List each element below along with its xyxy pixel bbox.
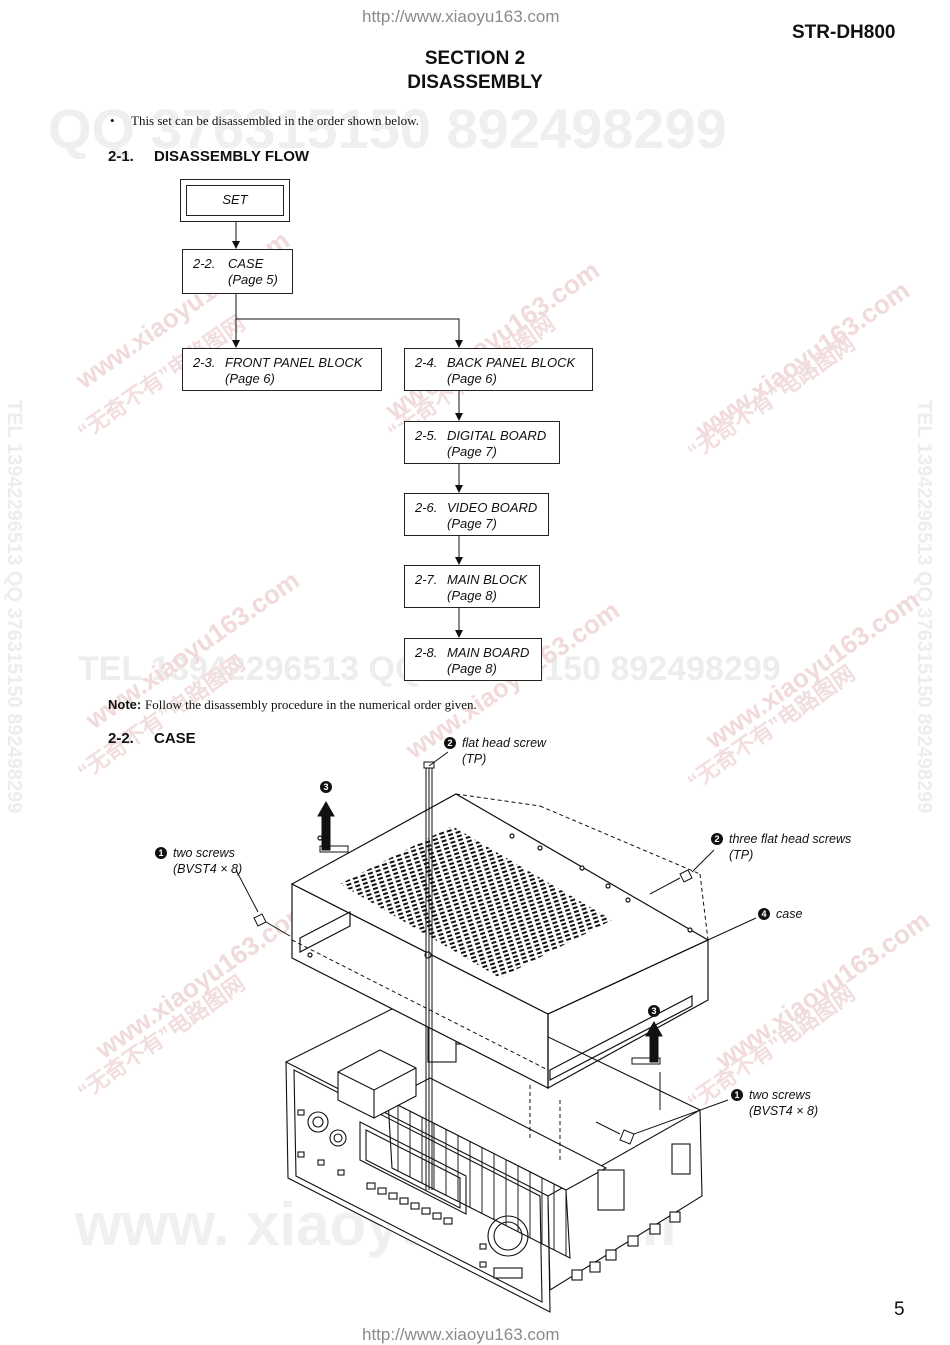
flow-step-title: MAIN BOARD — [447, 645, 530, 660]
flow-step-title: FRONT PANEL BLOCK — [225, 355, 363, 370]
callout-text: flat head screw — [462, 736, 547, 750]
flow-box-set: SET — [180, 179, 290, 222]
note-text: Follow the disassembly procedure in the … — [145, 697, 477, 712]
flow-step-number: 2-8. — [415, 645, 438, 660]
top-url[interactable]: http://www.xiaoyu163.com — [362, 7, 560, 26]
flow-step-page: (Page 5) — [228, 272, 278, 287]
callout-three-flat-screws: 2 three flat head screws (TP) — [711, 831, 851, 863]
flow-step-page: (Page 6) — [225, 371, 275, 386]
flow-step-number: 2-2. — [193, 256, 216, 271]
flow-step-number: 2-7. — [415, 572, 438, 587]
note-label: Note: — [108, 697, 142, 712]
intro-text: This set can be disassembled in the orde… — [131, 113, 419, 128]
callout-text: two screws — [173, 846, 235, 860]
flow-step-number: 2-3. — [193, 355, 216, 370]
flow-box-main-board: 2-8. MAIN BOARD (Page 8) — [404, 638, 542, 681]
flow-step-page: (Page 7) — [447, 516, 497, 531]
step-badge: 2 — [444, 737, 456, 749]
callout-two-screws-left: 1 two screws (BVST4 × 8) — [155, 845, 242, 877]
flow-heading: DISASSEMBLY FLOW — [154, 148, 310, 165]
bottom-url[interactable]: http://www.xiaoyu163.com — [362, 1325, 560, 1344]
callout-text: case — [776, 907, 803, 921]
flow-step-number: 2-5. — [415, 428, 438, 443]
page-number: 5 — [894, 1299, 905, 1320]
flow-step-page: (Page 7) — [447, 444, 497, 459]
model-name: STR-DH800 — [792, 22, 896, 43]
case-heading: CASE — [154, 730, 196, 747]
flow-box-front-panel: 2-3. FRONT PANEL BLOCK (Page 6) — [182, 348, 382, 391]
step-badge: 3 — [648, 1005, 660, 1017]
flow-box-digital-board: 2-5. DIGITAL BOARD (Page 7) — [404, 421, 560, 464]
flow-step-title: MAIN BLOCK — [447, 572, 528, 587]
flow-box-main-block: 2-7. MAIN BLOCK (Page 8) — [404, 565, 540, 608]
flow-box-back-panel: 2-4. BACK PANEL BLOCK (Page 6) — [404, 348, 593, 391]
callout-subtext: (BVST4 × 8) — [173, 862, 243, 876]
callout-two-screws-right: 1 two screws (BVST4 × 8) — [731, 1087, 818, 1119]
section-subtitle: DISASSEMBLY — [407, 72, 543, 93]
watermark-side-right: TEL 13942296513 QQ 376315150 892498299 — [913, 400, 935, 814]
flow-step-page: (Page 8) — [447, 588, 497, 603]
step-badge: 2 — [711, 833, 723, 845]
flow-step-title: CASE — [228, 256, 264, 271]
callout-subtext: (TP) — [729, 848, 754, 862]
step-badge: 1 — [731, 1089, 743, 1101]
callout-case: 4 case — [758, 906, 802, 922]
callout-text: three flat head screws — [729, 832, 852, 846]
flow-step-title: VIDEO BOARD — [447, 500, 538, 515]
flow-step-number: 2-4. — [415, 355, 438, 370]
flow-box-case: 2-2. CASE (Page 5) — [182, 249, 293, 294]
flow-step-number: 2-6. — [415, 500, 438, 515]
flow-step-page: (Page 8) — [447, 661, 497, 676]
callout-lift-left: 3 — [320, 779, 338, 795]
callout-lift-right: 3 — [648, 1003, 666, 1019]
callout-text: two screws — [749, 1088, 811, 1102]
flow-box-set-inner: SET — [186, 185, 284, 216]
receiver-chassis — [285, 984, 703, 1313]
flow-connectors — [232, 221, 463, 638]
step-badge: 3 — [320, 781, 332, 793]
watermark-side-left: TEL 13942296513 QQ 376315150 892498299 — [3, 400, 25, 814]
callout-subtext: (TP) — [462, 752, 487, 766]
flow-step-title: BACK PANEL BLOCK — [447, 355, 576, 370]
callout-subtext: (BVST4 × 8) — [749, 1104, 819, 1118]
flow-box-video-board: 2-6. VIDEO BOARD (Page 7) — [404, 493, 549, 536]
case-heading-number: 2-2. — [108, 730, 134, 747]
flow-step-title: DIGITAL BOARD — [447, 428, 547, 443]
intro-bullet: • — [110, 113, 115, 128]
step-badge: 1 — [155, 847, 167, 859]
flow-heading-number: 2-1. — [108, 148, 134, 165]
step-badge: 4 — [758, 908, 770, 920]
case-cover — [290, 793, 710, 1090]
flow-step-page: (Page 6) — [447, 371, 497, 386]
callout-flat-head-screw: 2 flat head screw (TP) — [444, 735, 546, 767]
section-title: SECTION 2 — [424, 48, 526, 69]
watermark-qq-line: QQ 376315150 892498299 — [48, 97, 727, 160]
